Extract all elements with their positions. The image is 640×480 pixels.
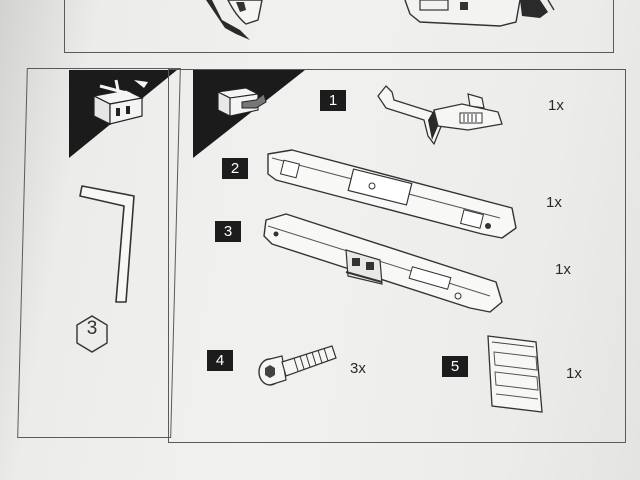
open-box-icon [216, 87, 267, 117]
top-device-illustration-icon [206, 0, 555, 40]
part-quantity-4: 3x [350, 360, 366, 377]
part-quantity-2: 1x [546, 194, 562, 211]
hex-size-icon [76, 315, 108, 353]
tool-size-label: 3 [86, 318, 98, 339]
parts-header-corner [193, 70, 305, 158]
part-number-badge-3: 3 [215, 221, 241, 242]
part-number-badge-2: 2 [222, 158, 248, 179]
part-quantity-3: 1x [555, 261, 571, 278]
part-quantity-5: 1x [566, 365, 582, 382]
part-quantity-1: 1x [548, 97, 564, 114]
rail-bar-icon [267, 149, 517, 239]
toolbox-icon [92, 79, 148, 125]
parts-panel [168, 69, 626, 443]
allen-key-icon [79, 185, 135, 303]
bolt-icon [258, 345, 337, 386]
bracket-clamp-icon [377, 85, 503, 145]
part-number-badge-5: 5 [442, 356, 468, 377]
rail-assembly-icon [263, 213, 503, 313]
part-number-badge-4: 4 [207, 350, 233, 371]
top-illustration-panel [64, 0, 614, 53]
manual-booklet-icon [487, 335, 543, 413]
part-number-badge-1: 1 [320, 90, 346, 111]
